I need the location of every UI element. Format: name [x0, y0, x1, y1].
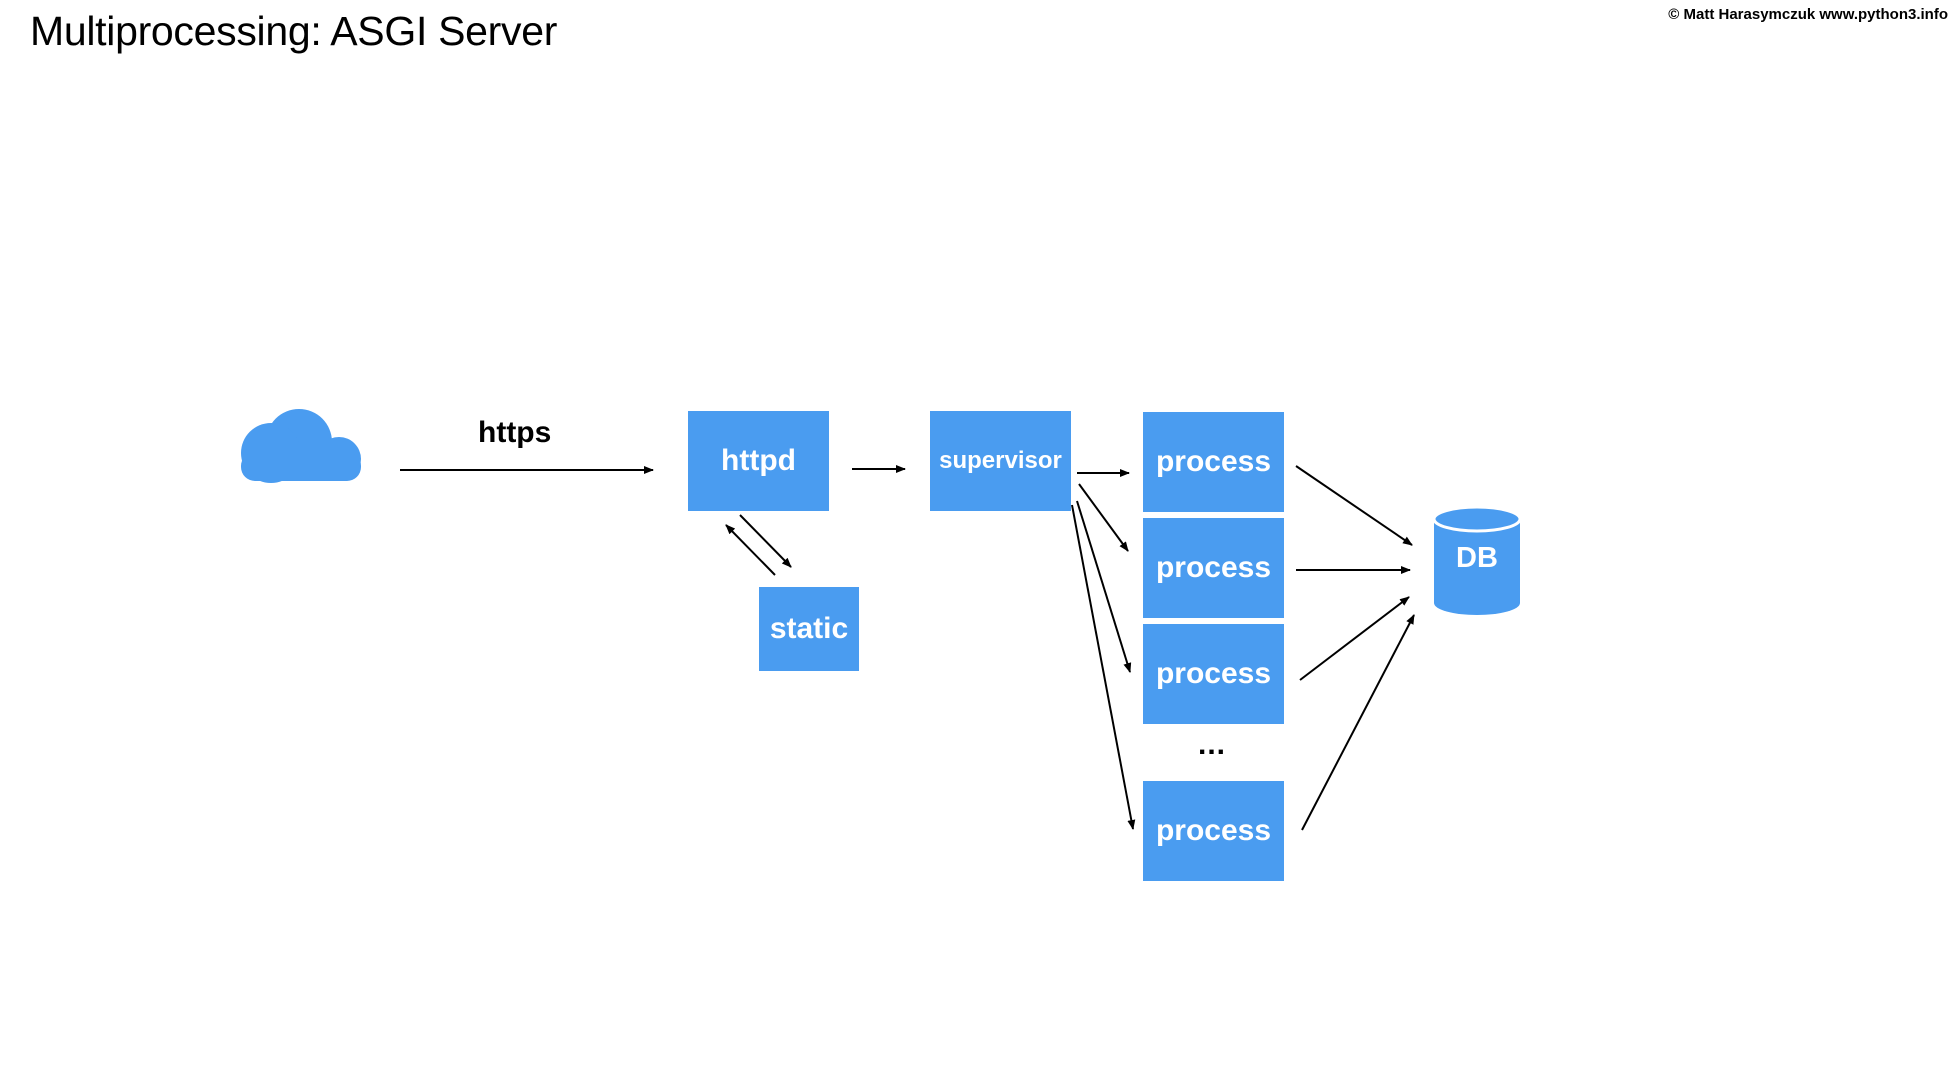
arrow-process-3-to-db — [1299, 596, 1410, 681]
httpd-box: httpd — [688, 411, 829, 511]
supervisor-box: supervisor — [930, 411, 1071, 511]
process-box-4: process — [1143, 781, 1284, 881]
copyright-notice: © Matt Harasymczuk www.python3.info — [1668, 6, 1948, 23]
process-ellipsis: ... — [1198, 728, 1227, 761]
arrow-httpd-to-static — [739, 514, 792, 568]
process-box-3: process — [1143, 624, 1284, 724]
static-box: static — [759, 587, 859, 671]
cloud-icon — [241, 409, 361, 483]
db-label: DB — [1456, 542, 1498, 574]
arrow-supervisor-to-process-2 — [1078, 483, 1129, 552]
slide-title: Multiprocessing: ASGI Server — [30, 8, 558, 54]
https-label: https — [478, 416, 552, 449]
arrow-supervisor-to-process-3 — [1076, 500, 1132, 673]
arrow-static-to-httpd — [725, 524, 776, 576]
database-icon — [1432, 505, 1522, 615]
arrow-process-1-to-db — [1295, 465, 1413, 546]
process-box-1: process — [1143, 412, 1284, 512]
arrow-supervisor-to-process-4 — [1071, 504, 1136, 830]
process-box-2: process — [1143, 518, 1284, 618]
arrow-process-4-to-db — [1301, 614, 1415, 831]
